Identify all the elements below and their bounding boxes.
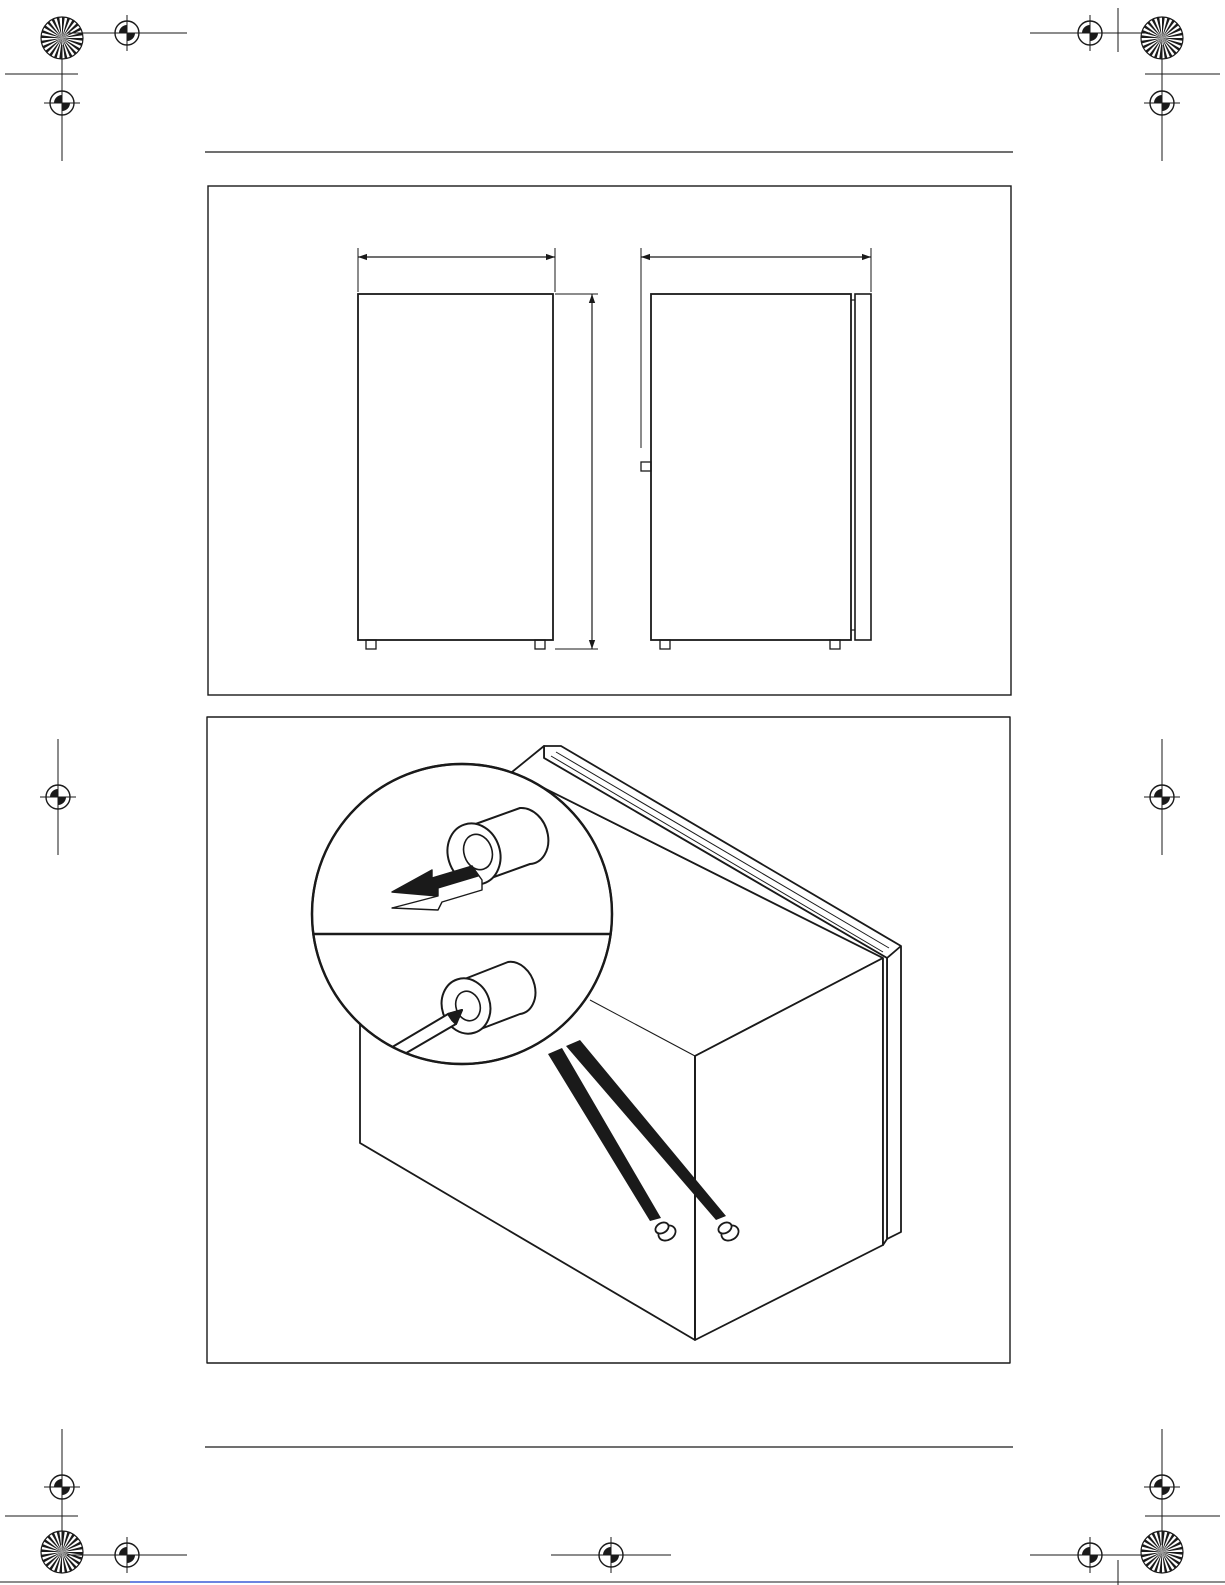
door-hinge-cap-removal: [207, 717, 1010, 1363]
foot-side-left: [660, 640, 670, 649]
fridge-front-view: [358, 248, 598, 649]
crosshair-top-left-1: [67, 15, 187, 51]
crosshair-top-right-2: [1144, 45, 1180, 161]
crosshair-mid-left: [40, 739, 76, 855]
rear-spacer: [641, 462, 651, 471]
crosshair-bottom-left-2: [67, 1537, 187, 1573]
crosshair-bottom-right-1: [1144, 1429, 1180, 1545]
foot-front-right: [535, 640, 545, 649]
foot-side-right: [830, 640, 840, 649]
crosshair-mid-right: [1144, 739, 1180, 855]
crosshair-top-left-2: [44, 45, 80, 161]
crosshair-bottom-right-2: [1030, 1537, 1150, 1573]
crosshair-top-right-1: [1030, 15, 1150, 51]
door-profile: [855, 294, 871, 640]
figure-frame-top: [208, 186, 1011, 695]
crosshair-bottom-left-1: [44, 1429, 80, 1545]
crosshair-bottom-center: [551, 1537, 671, 1573]
foot-front-left: [366, 640, 376, 649]
fridge-side-view: [641, 248, 871, 649]
dimension-drawing: [208, 186, 1011, 695]
